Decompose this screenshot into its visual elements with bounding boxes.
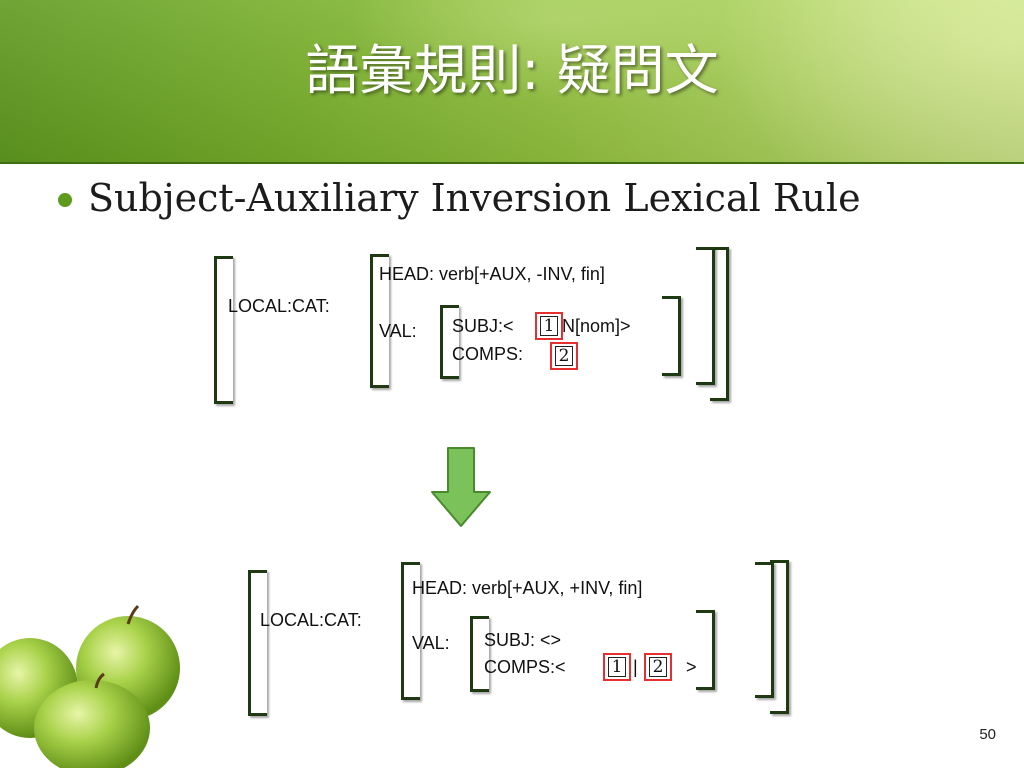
input-subj-prefix: SUBJ:< [452,316,514,336]
input-subj-suffix: N[nom]> [562,316,631,336]
output-subj-feature: SUBJ: <> [484,630,562,650]
input-comps-label: COMPS: [452,344,524,364]
input-head-feature: HEAD: verb[+AUX, -INV, fin] [379,264,605,284]
output-tag-1: 1 [603,653,631,681]
output-tag-1-label: 1 [607,657,627,677]
input-val-label: VAL: [379,321,417,341]
green-apples-decoration [0,604,180,768]
bullet-dot-icon [58,193,72,207]
output-head-feature: HEAD: verb[+AUX, +INV, fin] [412,578,643,598]
down-arrow-icon [431,447,491,527]
output-outer-left-bracket [248,570,267,716]
output-outer-right-bracket [770,560,789,714]
output-comps-suffix: > [686,657,697,677]
input-val-left-bracket [440,305,459,379]
input-tag-2-label: 2 [554,346,574,366]
output-val-right-bracket [696,610,715,690]
output-val-label: VAL: [412,633,450,653]
input-tag-1-label: 1 [539,316,559,336]
input-val-right-bracket [662,296,681,376]
bullet-text: Subject-Auxiliary Inversion Lexical Rule [88,176,861,220]
input-local-cat-label: LOCAL:CAT: [228,296,330,316]
input-tag-2: 2 [550,342,578,370]
page-number: 50 [979,726,996,743]
header-band [0,0,1024,162]
input-tag-1: 1 [535,312,563,340]
output-cat-right-bracket [755,562,774,698]
output-local-cat-label: LOCAL:CAT: [260,610,362,630]
input-outer-left-bracket [214,256,233,404]
bullet-item: Subject-Auxiliary Inversion Lexical Rule [58,176,861,220]
output-tag-2-label: 2 [648,657,668,677]
input-cat-right-bracket [696,247,715,385]
output-val-left-bracket [470,616,489,692]
output-cat-left-bracket [401,562,420,700]
input-cat-left-bracket [370,254,389,388]
output-tag-2: 2 [644,653,672,681]
output-comps-prefix: COMPS:< [484,657,566,677]
slide-title: 語彙規則: 疑問文 [305,39,719,102]
input-outer-right-bracket [710,247,729,401]
output-separator: | [633,657,638,677]
header-divider [0,162,1024,164]
